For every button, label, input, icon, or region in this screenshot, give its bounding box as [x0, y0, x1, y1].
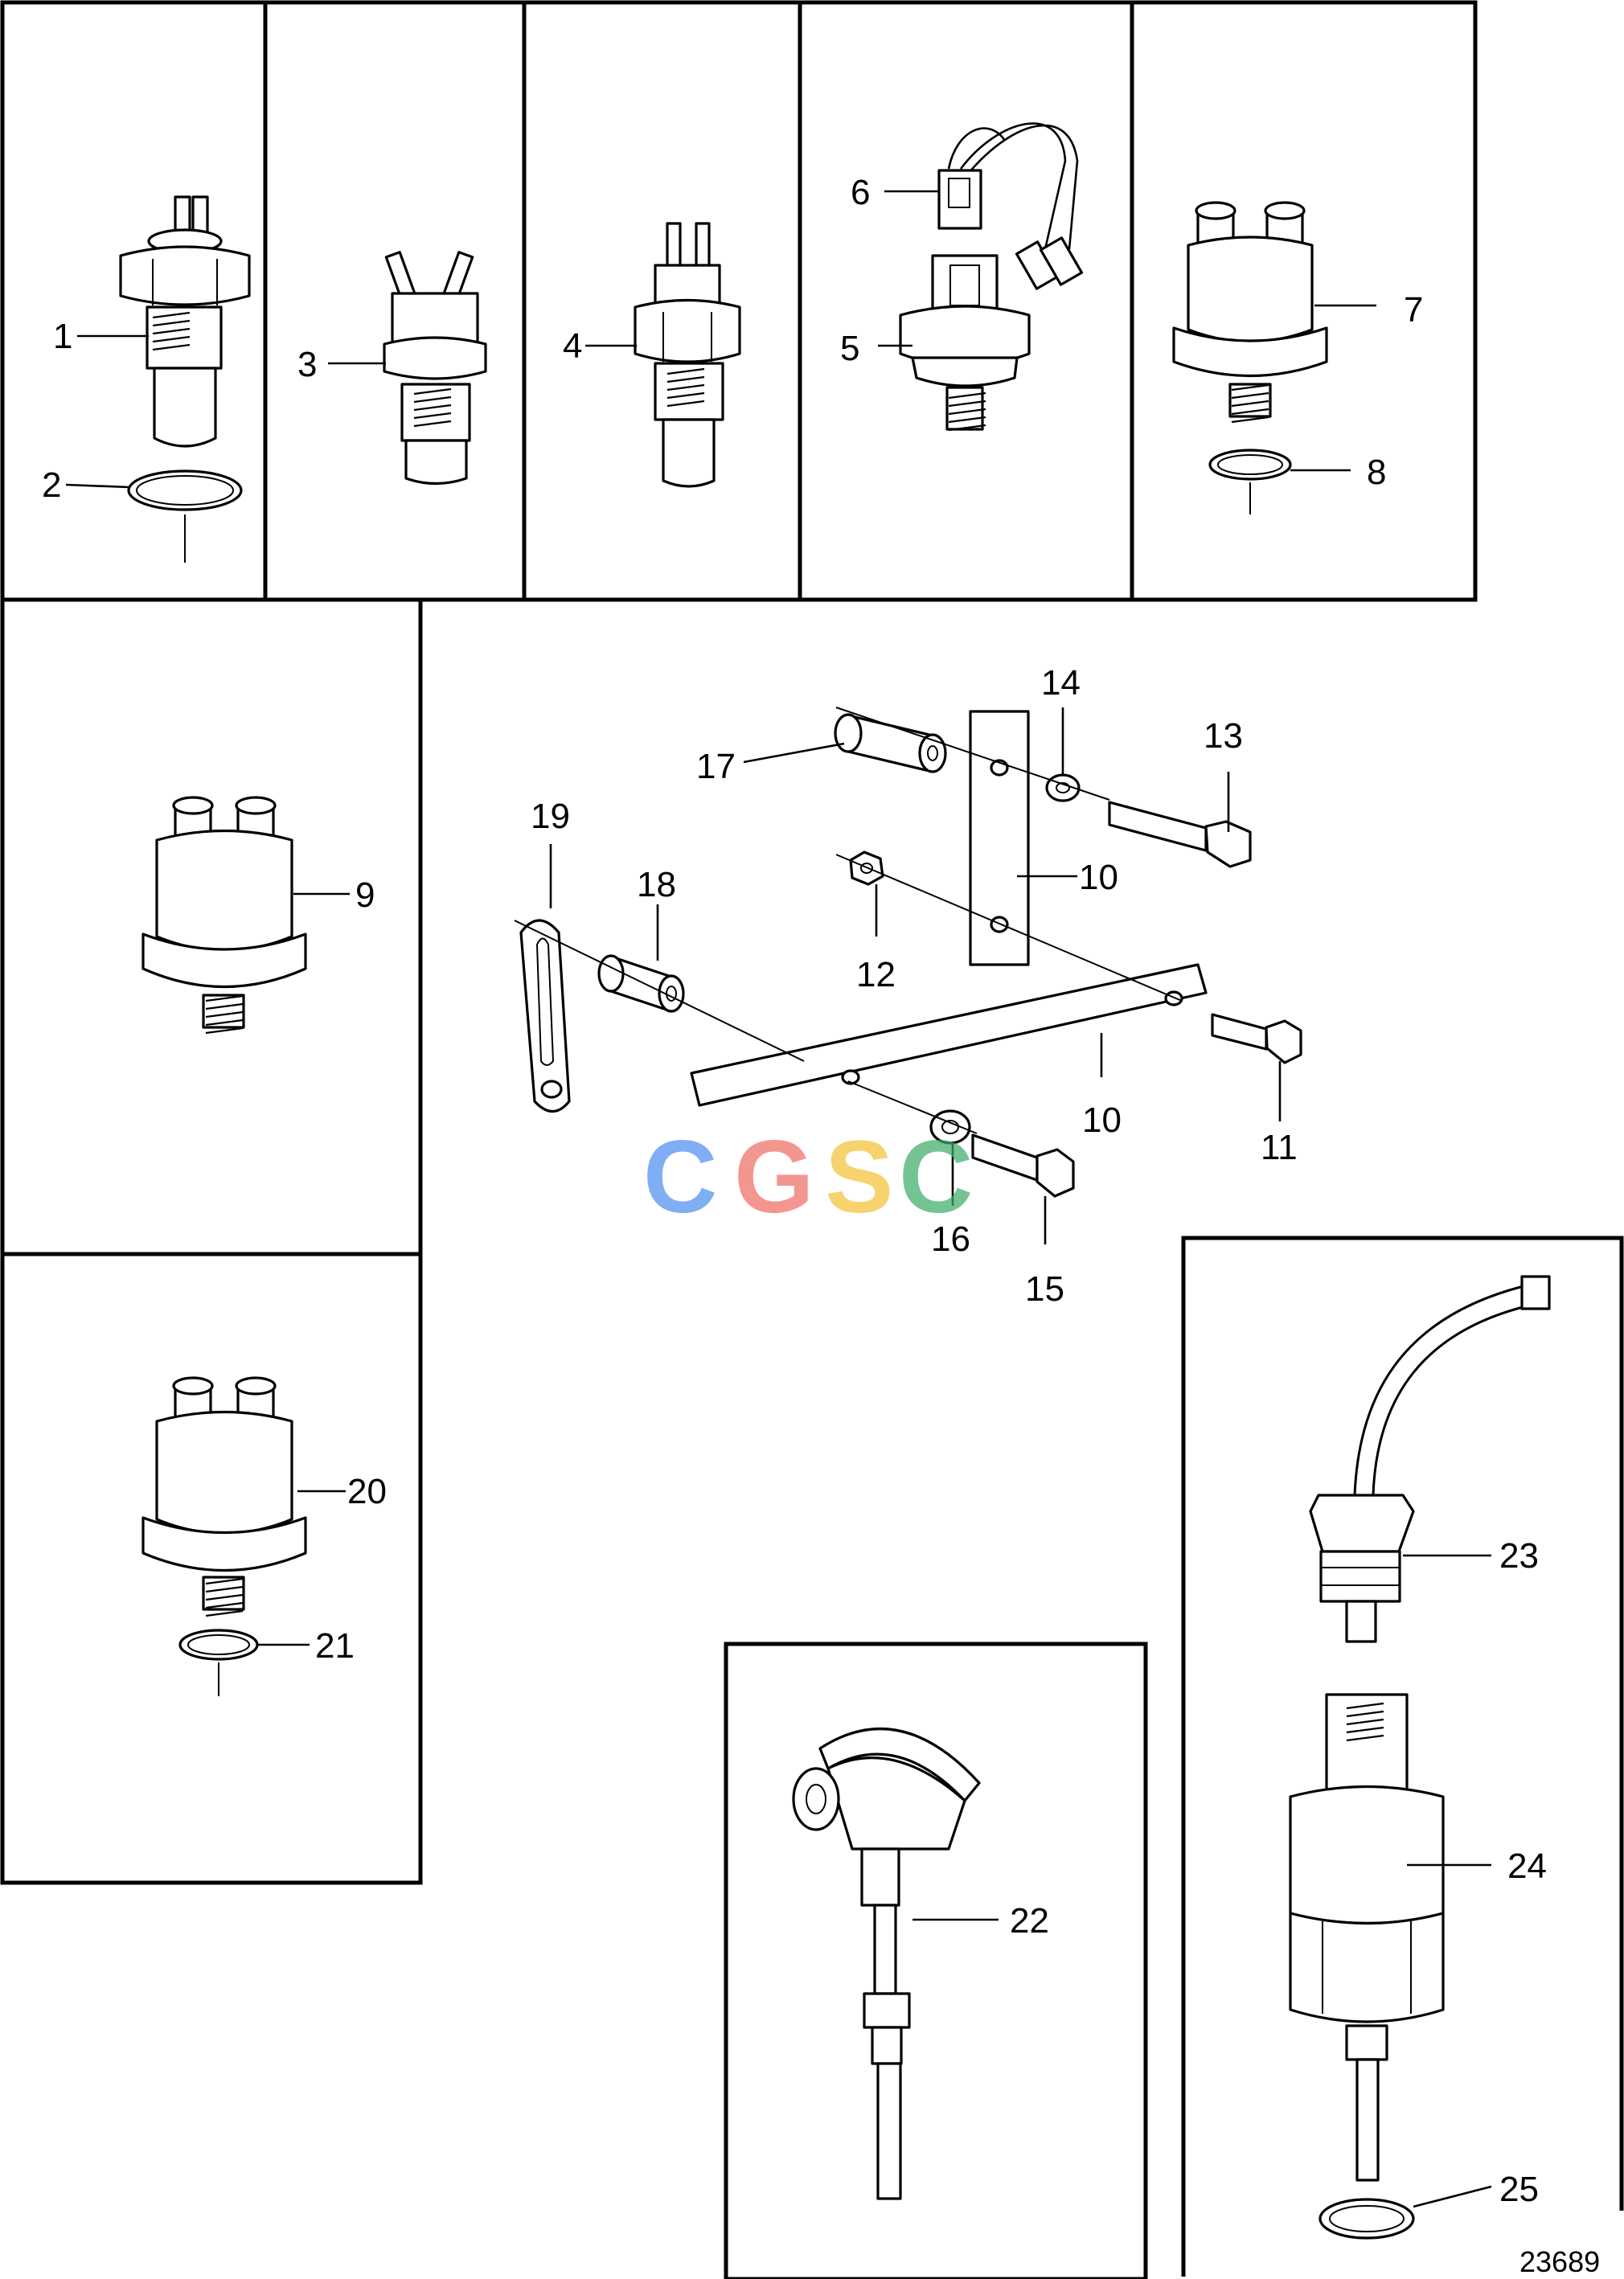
document-number: 23689	[1519, 2245, 1600, 2278]
watermark-letter-4: C	[899, 1120, 973, 1235]
callout-16: 16	[931, 1219, 970, 1259]
callout-18: 18	[637, 865, 676, 904]
callout-11: 11	[1261, 1128, 1298, 1167]
callout-7: 7	[1404, 290, 1423, 330]
callout-17: 17	[696, 747, 736, 786]
callout-6: 6	[851, 173, 870, 212]
callout-5: 5	[840, 329, 859, 368]
watermark-logo: C G S C	[643, 1120, 973, 1235]
callout-25: 25	[1499, 2170, 1539, 2209]
part-19-slotted-bracket	[519, 919, 571, 1113]
callout-15: 15	[1025, 1269, 1064, 1309]
callout-4: 4	[563, 326, 582, 366]
callout-10-lower: 10	[1082, 1101, 1122, 1140]
callout-2: 2	[42, 465, 61, 505]
callout-23: 23	[1499, 1536, 1539, 1576]
part-6-connector	[937, 169, 982, 230]
part-2-seal-ring	[127, 469, 243, 511]
panel-23-frame	[1181, 1236, 1624, 2277]
part-15-bolt	[971, 1133, 1039, 1182]
part-7-pressure-sender	[1172, 201, 1328, 514]
callout-13: 13	[1204, 716, 1243, 756]
part-9-pressure-sender	[141, 796, 307, 1035]
callout-24: 24	[1507, 1847, 1547, 1886]
part-23-connector-cable	[1309, 1275, 1551, 1643]
part-3-temperature-sensor	[383, 251, 487, 486]
callout-21: 21	[315, 1626, 355, 1666]
watermark-letter-2: G	[734, 1120, 814, 1235]
callout-leaders	[65, 190, 1492, 2208]
callout-20: 20	[347, 1472, 387, 1511]
watermark-letter-1: C	[643, 1120, 717, 1235]
callout-19: 19	[531, 797, 570, 836]
part-1-temperature-sensor	[119, 195, 251, 563]
part-17-spacer	[847, 714, 934, 773]
part-5-pressure-sensor	[899, 122, 1084, 432]
callout-12: 12	[856, 955, 896, 994]
callout-labels: 1 2 3 4 5 6 7 8 9 10 10 11 12 13 14 15 1…	[42, 173, 1600, 2278]
callout-14: 14	[1041, 663, 1081, 703]
callout-1: 1	[53, 317, 72, 356]
part-4-temperature-sensor	[634, 222, 741, 488]
callout-9: 9	[355, 875, 375, 915]
callout-3: 3	[297, 345, 317, 384]
part-11-bolt	[1211, 1013, 1268, 1051]
top-row-frame	[0, 0, 1478, 602]
panel-22-frame	[724, 1642, 1148, 2279]
part-24-pressure-sensor	[1289, 1693, 1445, 2240]
part-13-bolt	[1108, 801, 1208, 852]
callout-22: 22	[1010, 1901, 1049, 1941]
callout-10-upper: 10	[1079, 858, 1118, 897]
part-10-bracket-horizontal	[690, 963, 1208, 1107]
part-20-pressure-sender	[141, 1376, 307, 1696]
panel-20-frame	[0, 1252, 423, 1885]
watermark-letter-3: S	[825, 1120, 893, 1235]
callout-8: 8	[1367, 453, 1386, 492]
bracket-assembly	[514, 707, 1302, 1198]
part-22-temperature-sensor	[792, 1727, 981, 2200]
